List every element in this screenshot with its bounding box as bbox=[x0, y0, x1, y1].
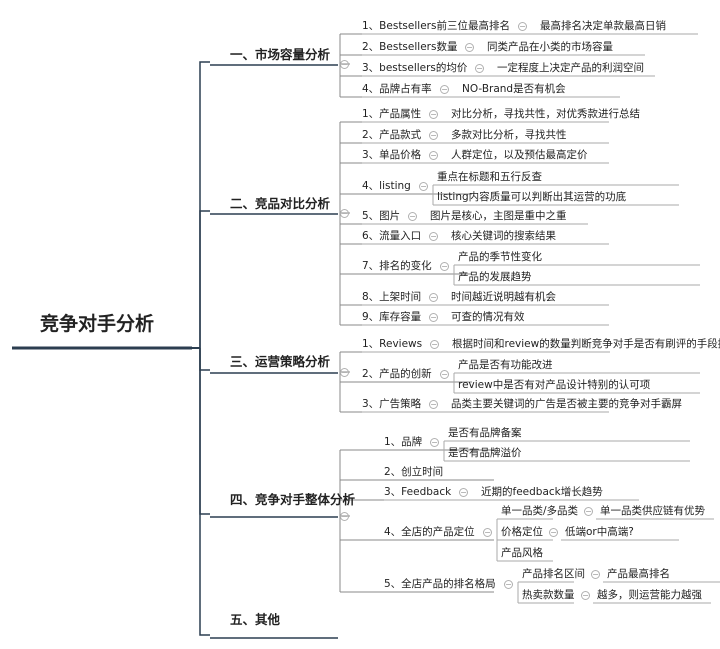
connector bbox=[199, 348, 210, 636]
detail-note: 是否有品牌溢价 bbox=[448, 447, 522, 459]
subtopic-level2: 单一品类/多品类 bbox=[501, 505, 579, 517]
subtopic: 2、Bestsellers数量 bbox=[362, 41, 458, 53]
subtopic-level2: 产品排名区间 bbox=[522, 568, 585, 580]
branch-topic: 二、竞品对比分析 bbox=[230, 196, 331, 211]
subtopic: 3、Feedback bbox=[384, 486, 452, 498]
detail-note: 产品最高排名 bbox=[607, 568, 670, 580]
branch-topic: 一、市场容量分析 bbox=[230, 47, 331, 62]
collapse-toggle-icon[interactable]: − bbox=[440, 370, 449, 379]
detail-note: 是否有品牌备案 bbox=[448, 427, 522, 439]
collapse-toggle-icon[interactable]: − bbox=[429, 131, 438, 140]
subtopic: 1、Reviews bbox=[362, 338, 423, 350]
detail-note: 多款对比分析，寻找共性 bbox=[451, 129, 567, 141]
subtopic: 5、全店产品的排名格局 bbox=[384, 578, 496, 590]
collapse-toggle-icon[interactable]: − bbox=[340, 209, 349, 218]
collapse-toggle-icon[interactable]: − bbox=[475, 64, 484, 73]
detail-note: 同类产品在小类的市场容量 bbox=[487, 41, 613, 53]
detail-note: 对比分析，寻找共性，对优秀款进行总结 bbox=[451, 108, 640, 120]
collapse-toggle-icon[interactable]: − bbox=[440, 262, 449, 271]
subtopic: 1、品牌 bbox=[384, 436, 423, 448]
detail-note: 最高排名决定单款最高日销 bbox=[540, 20, 666, 32]
detail-note: 单一品类供应链有优势 bbox=[600, 505, 705, 517]
subtopic: 3、bestsellers的均价 bbox=[362, 62, 468, 74]
detail-note: 可查的情况有效 bbox=[451, 311, 525, 323]
subtopic: 4、品牌占有率 bbox=[362, 83, 432, 95]
collapse-toggle-icon[interactable]: − bbox=[483, 528, 492, 537]
subtopic: 9、库存容量 bbox=[362, 311, 422, 323]
subtopic: 8、上架时间 bbox=[362, 291, 422, 303]
subtopic: 4、全店的产品定位 bbox=[384, 526, 475, 538]
detail-note: 重点在标题和五行反查 bbox=[437, 171, 542, 183]
detail-note: NO-Brand是否有机会 bbox=[462, 83, 566, 95]
connector bbox=[199, 61, 210, 348]
detail-note: 越多，则运营能力越强 bbox=[597, 589, 702, 601]
collapse-toggle-icon[interactable]: − bbox=[504, 580, 513, 589]
detail-note: 核心关键词的搜索结果 bbox=[451, 230, 556, 242]
subtopic-level2: 产品风格 bbox=[501, 547, 543, 559]
collapse-toggle-icon[interactable]: − bbox=[518, 22, 527, 31]
detail-note: 低端or中高端? bbox=[565, 526, 634, 538]
detail-note: 近期的feedback增长趋势 bbox=[481, 486, 603, 498]
branch-topic: 五、其他 bbox=[230, 612, 281, 627]
subtopic: 1、Bestsellers前三位最高排名 bbox=[362, 20, 510, 32]
collapse-toggle-icon[interactable]: − bbox=[459, 488, 468, 497]
collapse-toggle-icon[interactable]: − bbox=[408, 212, 417, 221]
collapse-toggle-icon[interactable]: − bbox=[591, 570, 600, 579]
detail-note: listing内容质量可以判断出其运营的功底 bbox=[437, 191, 627, 203]
subtopic: 1、产品属性 bbox=[362, 108, 422, 120]
collapse-toggle-icon[interactable]: − bbox=[584, 507, 593, 516]
collapse-toggle-icon[interactable]: − bbox=[430, 340, 439, 349]
collapse-toggle-icon[interactable]: − bbox=[430, 438, 439, 447]
subtopic: 3、广告策略 bbox=[362, 398, 422, 410]
collapse-toggle-icon[interactable]: − bbox=[340, 512, 349, 521]
detail-note: 根据时间和review的数量判断竞争对手是否有刷评的手段推款 bbox=[452, 338, 720, 350]
detail-note: 品类主要关键词的广告是否被主要的竞争对手霸屏 bbox=[451, 398, 682, 410]
collapse-toggle-icon[interactable]: − bbox=[340, 60, 349, 69]
subtopic: 2、创立时间 bbox=[384, 466, 444, 478]
detail-note: 时间越近说明越有机会 bbox=[451, 291, 556, 303]
collapse-toggle-icon[interactable]: − bbox=[429, 110, 438, 119]
collapse-toggle-icon[interactable]: − bbox=[429, 232, 438, 241]
detail-note: 产品的季节性变化 bbox=[458, 251, 542, 263]
connector bbox=[199, 348, 210, 515]
subtopic: 3、单品价格 bbox=[362, 149, 422, 161]
detail-note: 产品是否有功能改进 bbox=[458, 359, 553, 371]
collapse-toggle-icon[interactable]: − bbox=[429, 151, 438, 160]
collapse-toggle-icon[interactable]: − bbox=[429, 400, 438, 409]
detail-note: 一定程度上决定产品的利润空间 bbox=[497, 62, 644, 74]
collapse-toggle-icon[interactable]: − bbox=[465, 43, 474, 52]
collapse-toggle-icon[interactable]: − bbox=[440, 85, 449, 94]
subtopic: 2、产品的创新 bbox=[362, 368, 432, 380]
detail-note: review中是否有对产品设计特别的认可项 bbox=[458, 379, 651, 391]
subtopic: 2、产品款式 bbox=[362, 129, 422, 141]
subtopic-level2: 热卖款数量 bbox=[522, 589, 575, 601]
subtopic: 5、图片 bbox=[362, 210, 401, 222]
branch-topic: 四、竞争对手整体分析 bbox=[230, 492, 356, 507]
detail-note: 人群定位，以及预估最高定价 bbox=[451, 149, 588, 161]
branch-topic: 三、运营策略分析 bbox=[230, 354, 331, 369]
subtopic: 6、流量入口 bbox=[362, 230, 422, 242]
subtopic: 7、排名的变化 bbox=[362, 260, 432, 272]
root-topic: 竞争对手分析 bbox=[40, 313, 155, 335]
detail-note: 图片是核心，主图是重中之重 bbox=[430, 210, 567, 222]
subtopic-level2: 价格定位 bbox=[501, 526, 543, 538]
collapse-toggle-icon[interactable]: − bbox=[340, 368, 349, 377]
subtopic: 4、listing bbox=[362, 180, 411, 192]
detail-note: 产品的发展趋势 bbox=[458, 271, 532, 283]
connector bbox=[199, 348, 210, 371]
collapse-toggle-icon[interactable]: − bbox=[429, 313, 438, 322]
collapse-toggle-icon[interactable]: − bbox=[549, 528, 558, 537]
collapse-toggle-icon[interactable]: − bbox=[581, 591, 590, 600]
collapse-toggle-icon[interactable]: − bbox=[429, 293, 438, 302]
connector bbox=[199, 210, 210, 348]
collapse-toggle-icon[interactable]: − bbox=[419, 182, 428, 191]
